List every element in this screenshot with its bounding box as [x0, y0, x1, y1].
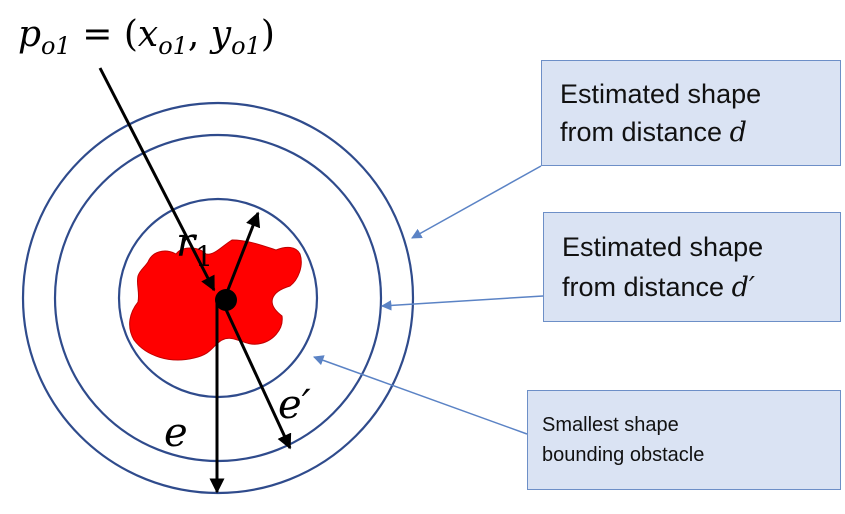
formula-y: y: [209, 14, 232, 55]
formula-p: p: [18, 14, 41, 55]
callout-estimated-shape-d-prime: Estimated shape from distance d′: [543, 212, 841, 322]
callout-d-line2: from distance d: [560, 113, 840, 152]
radius-e-label: e: [164, 410, 188, 456]
callout-d-prime-line2: from distance d′: [562, 267, 840, 308]
position-formula: po1 = (xo1, yo1): [18, 14, 275, 60]
callout-line-distance-d-prime: [382, 296, 543, 306]
callout-smallest-shape: Smallest shape bounding obstacle: [527, 390, 841, 490]
callout-d-symbol: d: [730, 117, 747, 148]
callout-d-line2-text: from distance: [560, 117, 730, 147]
callout-d-prime-line2-text: from distance: [562, 272, 732, 302]
callout-smallest-line2: bounding obstacle: [542, 440, 840, 470]
formula-x: x: [138, 14, 158, 55]
callout-d-prime-symbol: d′: [732, 272, 755, 303]
callout-estimated-shape-d: Estimated shape from distance d: [541, 60, 841, 166]
radius-e-prime-label: e′: [278, 382, 311, 428]
formula-equals: = (: [71, 14, 138, 55]
callout-line-smallest: [314, 357, 527, 434]
formula-y-subscript: o1: [231, 32, 261, 60]
callout-d-line1: Estimated shape: [560, 75, 840, 113]
formula-close: ): [261, 14, 275, 55]
radius-r1-label: r1: [176, 220, 213, 273]
callout-line-distance-d: [412, 166, 541, 238]
callout-d-prime-line1: Estimated shape: [562, 227, 840, 267]
r-subscript: 1: [195, 240, 213, 273]
formula-x-subscript: o1: [158, 32, 188, 60]
formula-p-subscript: o1: [41, 32, 71, 60]
formula-comma: ,: [188, 14, 211, 55]
callout-smallest-line1: Smallest shape: [542, 410, 840, 440]
